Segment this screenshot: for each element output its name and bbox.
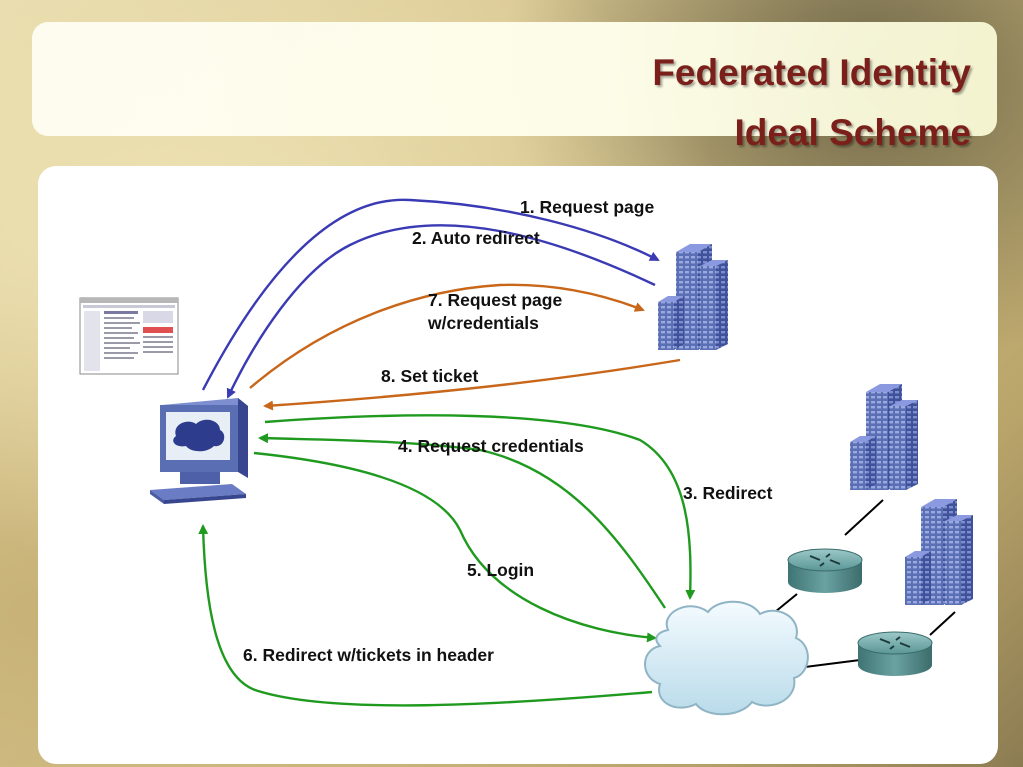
service-building-icon — [905, 499, 973, 605]
step-4-label: 4. Request credentials — [398, 436, 584, 456]
arrow-redirect — [264, 414, 696, 600]
step-2-label: 2. Auto redirect — [412, 228, 540, 248]
title-panel: Federated Identity Ideal Scheme — [32, 22, 997, 153]
page-title: Federated Identity — [652, 52, 971, 93]
web-server-building-icon — [658, 244, 728, 350]
link-cloud-router1 — [774, 593, 798, 613]
link-cloud-router2 — [804, 659, 861, 668]
step-3-label: 3. Redirect — [683, 483, 773, 503]
arrow-request-page-credentials — [249, 283, 645, 389]
arrow-auto-redirect — [226, 224, 656, 399]
step-1-label: 1. Request page — [520, 197, 655, 217]
page-subtitle: Ideal Scheme — [734, 112, 971, 153]
step-7-label-line1: 7. Request page — [428, 290, 563, 310]
identity-server-building-icon — [850, 384, 918, 490]
workstation-icon — [150, 398, 248, 504]
router-icon — [787, 548, 863, 593]
step-5-label: 5. Login — [467, 560, 535, 580]
web-browser-icon — [79, 297, 179, 375]
step-8-label: 8. Set ticket — [381, 366, 479, 386]
arrow-set-ticket — [263, 358, 681, 411]
step-7-label-line2: w/credentials — [428, 313, 539, 333]
link-router1-server1 — [844, 499, 884, 536]
internet-cloud-icon — [644, 600, 809, 716]
link-router2-server2 — [929, 611, 956, 636]
arrow-login — [253, 451, 657, 643]
arrow-redirect-tickets — [198, 524, 653, 707]
arrow-request-page — [201, 198, 660, 391]
router-icon — [857, 631, 933, 676]
step-6-label: 6. Redirect w/tickets in header — [243, 645, 494, 665]
arrow-request-credentials — [258, 433, 667, 609]
